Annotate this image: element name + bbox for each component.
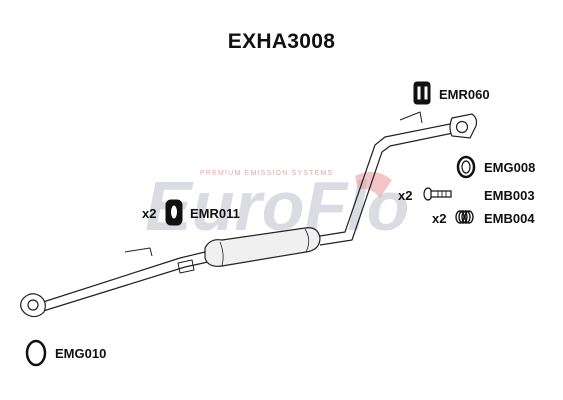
- emr011-mount-icon: [165, 199, 183, 226]
- middle-silencer-body: [204, 227, 321, 267]
- emr011-qty: x2: [142, 206, 157, 221]
- rear-flange: [449, 113, 478, 139]
- euroflo-watermark-logo: EuroFlo: [145, 168, 409, 238]
- emg008-label: EMG008: [484, 160, 536, 175]
- watermark-tagline: PREMIUM EMISSION SYSTEMS: [200, 170, 334, 177]
- emb003-label: EMB003: [484, 188, 535, 203]
- emb004-qty: x2: [432, 211, 447, 226]
- page-title: EXHA3008: [227, 30, 336, 53]
- emb004-label: EMB004: [484, 211, 535, 226]
- emr060-mount-icon: [413, 81, 431, 105]
- emr060-label: EMR060: [439, 87, 490, 102]
- emg010-label: EMG010: [55, 346, 107, 361]
- emg008-gasket-icon: [456, 155, 476, 179]
- emb004-spring-icon: [455, 210, 474, 224]
- watermark-swoosh: [355, 171, 392, 198]
- front-flange: [20, 293, 46, 318]
- exhaust-pipe-assembly: [39, 111, 459, 313]
- emb003-qty: x2: [398, 188, 413, 203]
- emg010-gasket-icon: [25, 339, 47, 367]
- emb003-bolt-icon: [423, 187, 452, 201]
- emr011-label: EMR011: [190, 206, 240, 221]
